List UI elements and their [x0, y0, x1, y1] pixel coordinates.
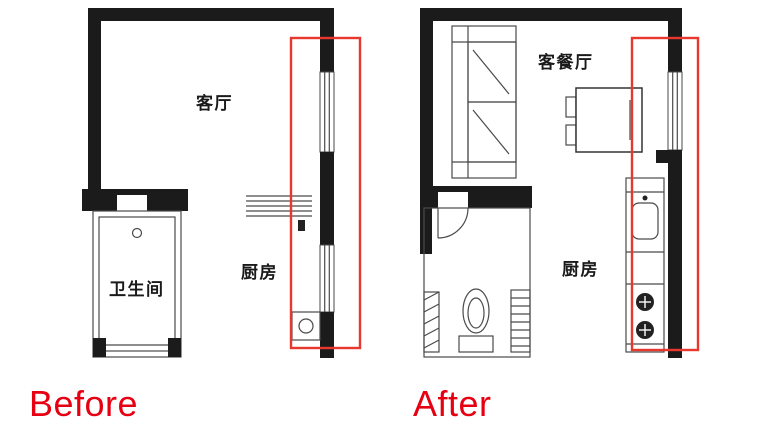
hatched-cabinet-left	[423, 291, 440, 353]
stove-burners	[636, 293, 654, 339]
faucet-dot	[642, 195, 648, 201]
after-left-wall-stub	[420, 208, 432, 254]
after-right-wall-top	[668, 8, 682, 72]
after-caption: After	[413, 383, 492, 424]
before-kitchen-label: 厨房	[241, 263, 278, 282]
sofa	[451, 25, 517, 179]
before-right-wall-mid	[320, 152, 334, 245]
after-plan-drawing	[420, 8, 683, 358]
after-top-wall	[420, 8, 682, 21]
before-right-wall-top	[320, 8, 334, 72]
before-highlight-box	[289, 36, 362, 350]
before-window-top	[319, 71, 335, 153]
after-living-dining-label: 客餐厅	[538, 53, 594, 72]
before-plan-drawing	[82, 8, 335, 358]
before-top-wall	[95, 8, 334, 21]
door-swing-arc	[437, 207, 469, 239]
after-highlight-box	[630, 36, 700, 352]
before-left-wall	[88, 8, 101, 192]
hatched-cabinet-right	[510, 289, 531, 353]
before-bathroom-door-gap	[117, 195, 147, 211]
before-bathroom-label: 卫生间	[109, 280, 165, 299]
toilet	[458, 288, 494, 353]
before-sink-unit	[291, 311, 321, 341]
before-bathroom-room	[92, 210, 182, 358]
before-window-bottom	[319, 244, 335, 313]
dining-table	[565, 87, 643, 153]
after-kitchen-label: 厨房	[562, 260, 599, 279]
before-living-room-label: 客厅	[196, 94, 233, 113]
after-bathroom-door-gap	[438, 192, 468, 208]
after-right-wall-bottom	[668, 150, 682, 358]
after-window	[667, 71, 683, 151]
shelf-fixture	[246, 195, 312, 231]
after-left-wall	[420, 8, 433, 189]
after-bathroom-room	[423, 207, 531, 358]
before-right-wall-bottom	[320, 312, 334, 358]
after-middle-wall	[420, 186, 532, 208]
before-caption: Before	[29, 383, 139, 424]
